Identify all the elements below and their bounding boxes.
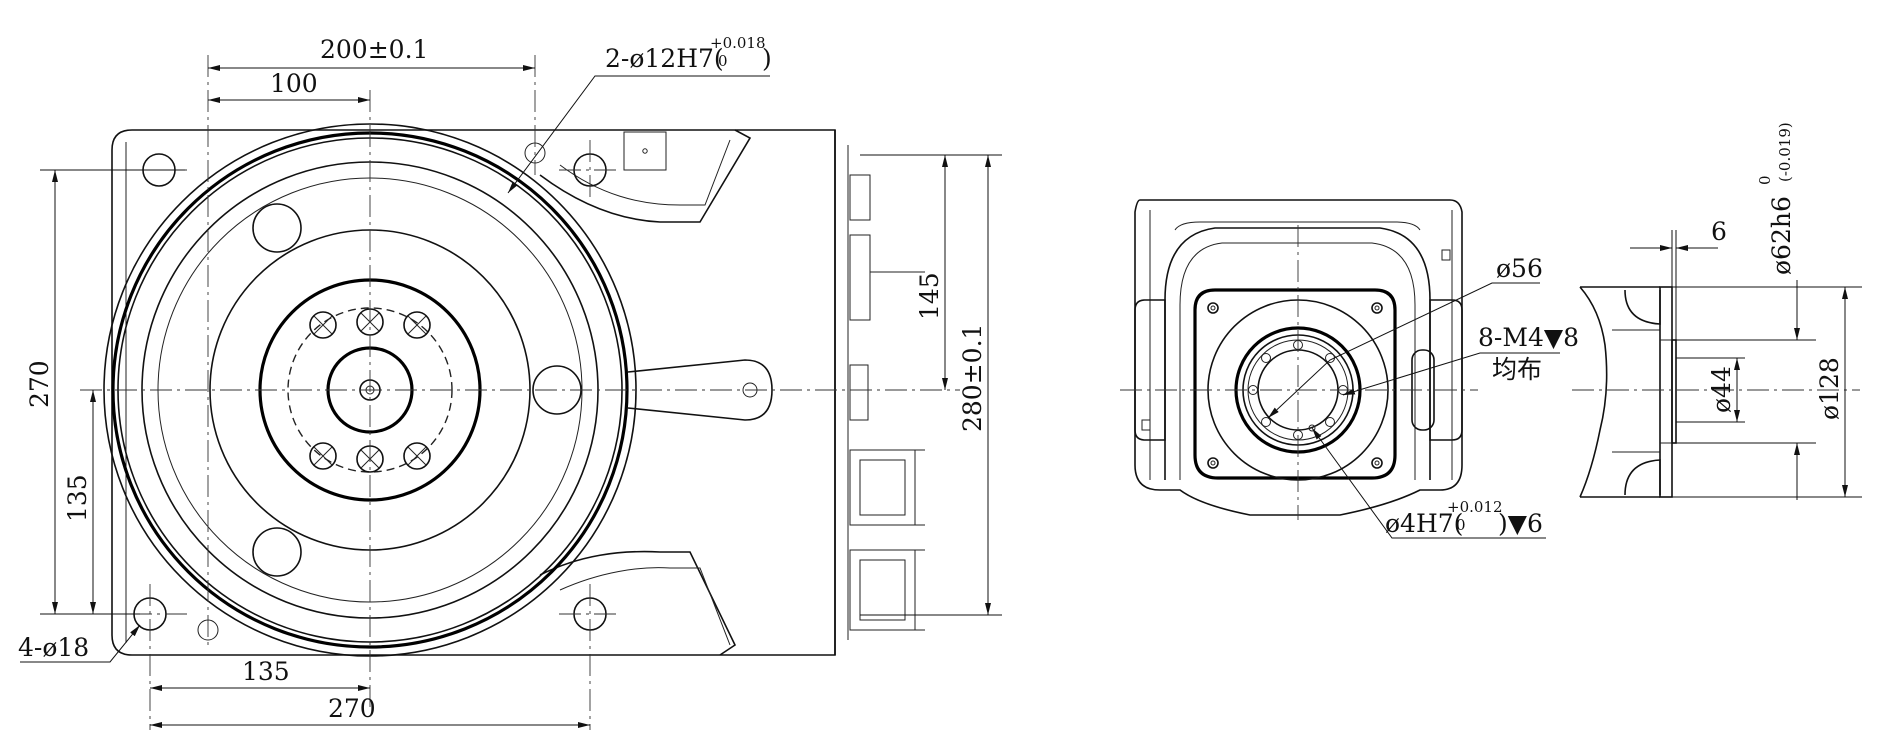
small-terminal: [623, 131, 667, 171]
upper-rib: [539, 129, 752, 223]
lightening-hole: [252, 203, 302, 253]
dim-270-horiz: 270: [328, 694, 376, 723]
flange-arch: [1164, 227, 1431, 480]
dim-280: 280±0.1: [958, 324, 987, 432]
dim-6: 6: [1711, 217, 1727, 246]
dim-145: 145: [915, 272, 944, 320]
dim-m4: 8-M4▼8: [1478, 323, 1579, 352]
dim-56: ø56: [1496, 254, 1543, 283]
dim-2-hole-close: ): [762, 44, 772, 73]
dim-even: 均布: [1492, 355, 1542, 384]
dim-62h6-tol-lower: (-0.019): [1776, 122, 1794, 182]
dim-100: 100: [270, 69, 318, 98]
dim-62h6-tol-upper: 0: [1756, 175, 1774, 185]
dim-pin-tol-upper: +0.012: [1447, 498, 1503, 516]
dim-135-vert: 135: [63, 474, 92, 522]
connector-panel: [849, 174, 925, 631]
side-flange-plate: [1659, 286, 1673, 498]
dim-62h6: ø62h6: [1767, 196, 1796, 275]
dim-128: ø128: [1815, 357, 1844, 420]
dim-pin: ø4H7(: [1385, 509, 1463, 538]
dim-pin-close: )▼6: [1498, 509, 1543, 538]
dim-135-horiz: 135: [242, 657, 290, 686]
dim-200: 200±0.1: [320, 35, 428, 64]
dim-4-holes: 4-ø18: [18, 633, 89, 662]
side-break-line: [1579, 286, 1608, 498]
dim-pin-tol-lower: 0: [1456, 516, 1466, 534]
dim-2-hole-tol-upper: +0.018: [710, 34, 766, 52]
mounting-plate: [1193, 288, 1397, 480]
dim-270-vert: 270: [25, 360, 54, 408]
top-view: 200±0.1 100 2-ø12H7( +0.018 0 ) 270 135 …: [18, 34, 1002, 730]
dim-44: ø44: [1707, 366, 1736, 413]
lightening-hole: [252, 527, 302, 577]
dim-2-hole: 2-ø12H7(: [605, 44, 724, 73]
side-view: 6 ø62h6 0 (-0.019) ø44 ø128: [1572, 122, 1862, 500]
flange-view: ø56 8-M4▼8 均布 ø4H7( +0.012 0 )▼6: [1120, 199, 1579, 539]
dim-2-hole-tol-lower: 0: [718, 52, 728, 70]
base-outline: [111, 129, 836, 656]
